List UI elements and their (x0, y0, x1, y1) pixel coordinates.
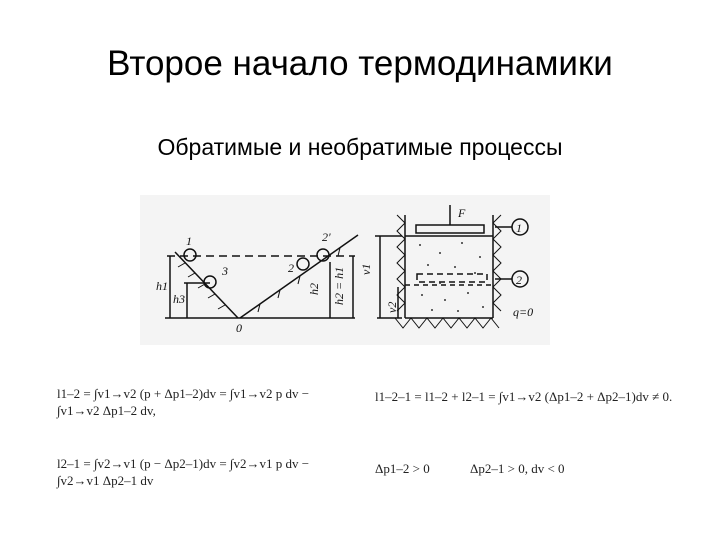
label-point-3: 3 (221, 264, 228, 278)
label-v1: v1 (359, 264, 373, 275)
formula-condition-1: Δp1–2 > 0 (375, 461, 430, 476)
label-h2: h2 (307, 283, 321, 295)
label-force: F (457, 206, 466, 220)
hatching (177, 247, 341, 313)
label-point-2: 2 (288, 261, 294, 275)
gas-particles (419, 242, 484, 312)
cylinder (375, 205, 529, 329)
label-state-2: 2 (516, 273, 522, 287)
diagram-background (140, 195, 550, 345)
label-point-2prime: 2' (322, 230, 331, 244)
label-h1: h1 (156, 279, 168, 293)
label-h3: h3 (173, 292, 185, 306)
diagram-text: 1 3 2 2' 0 h1 h3 h2 h2 = h1 F v1 v2 1 2 … (156, 206, 533, 335)
slide-title: Второе начало термодинамики (107, 44, 613, 83)
label-state-1: 1 (516, 221, 522, 235)
label-point-1: 1 (186, 234, 192, 248)
label-q: q=0 (513, 305, 533, 319)
label-origin: 0 (236, 321, 242, 335)
slide-subtitle: Обратимые и необратимые процессы (157, 134, 563, 160)
formula-condition-2: Δp2–1 > 0, dv < 0 (470, 461, 565, 476)
formula-cycle-work: l1–2–1 = l1–2 + l2–1 = ∫v1→v2 (Δp1–2 + Δ… (375, 389, 673, 404)
process-diagram: 1 3 2 2' 0 h1 h3 h2 h2 = h1 F v1 v2 1 2 … (140, 195, 550, 345)
formula-work-2-1: l2–1 = ∫v2→v1 (p − Δp2–1)dv = ∫v2→v1 p d… (57, 456, 310, 488)
label-h2-h1: h2 = h1 (332, 267, 346, 305)
formula-work-1-2: l1–2 = ∫v1→v2 (p + Δp1–2)dv = ∫v1→v2 p d… (57, 386, 310, 418)
label-v2: v2 (385, 302, 399, 313)
